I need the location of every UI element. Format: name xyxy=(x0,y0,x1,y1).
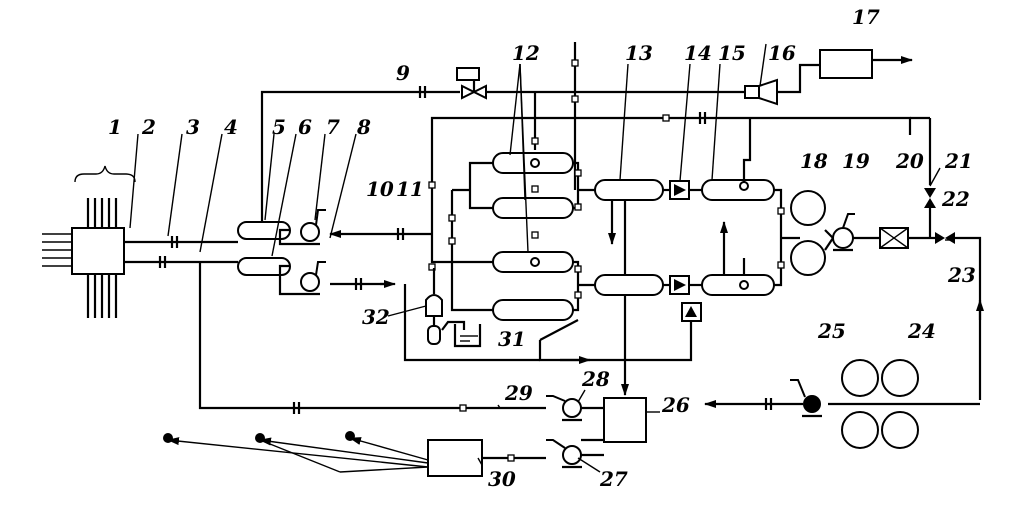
pump-8 xyxy=(278,261,326,296)
label-7: 7 xyxy=(326,115,340,139)
label-15: 15 xyxy=(718,41,746,65)
label-1: 1 xyxy=(108,115,122,139)
unit-30 xyxy=(427,439,483,477)
flange-10 xyxy=(396,228,405,240)
label-19: 19 xyxy=(842,149,870,173)
label-2: 2 xyxy=(141,115,156,139)
label-6: 6 xyxy=(298,115,312,139)
label-14: 14 xyxy=(684,41,712,65)
label-16: 16 xyxy=(768,41,796,65)
label-31: 31 xyxy=(498,327,526,351)
flange-11 xyxy=(354,278,363,290)
label-17: 17 xyxy=(852,5,880,29)
label-21: 21 xyxy=(944,149,973,173)
flange-3 xyxy=(170,236,179,248)
exchanger-lower xyxy=(681,302,702,322)
tank-31 xyxy=(441,320,482,348)
pump-19 xyxy=(832,213,855,252)
exchanger-14 xyxy=(669,180,690,295)
label-10: 10 xyxy=(366,177,394,201)
vessel-15 xyxy=(701,179,775,201)
label-5: 5 xyxy=(272,115,286,139)
label-30: 30 xyxy=(488,467,516,491)
label-20: 20 xyxy=(895,149,924,173)
unit-26 xyxy=(603,397,647,443)
label-18: 18 xyxy=(800,149,828,173)
label-12: 12 xyxy=(512,41,540,65)
label-27: 27 xyxy=(599,467,628,491)
vessel-12d xyxy=(492,299,574,321)
valve-23 xyxy=(935,232,955,244)
label-22: 22 xyxy=(941,187,970,211)
vessel-15-lower xyxy=(701,274,775,296)
flange-header xyxy=(698,112,707,124)
label-3: 3 xyxy=(186,115,200,139)
label-4: 4 xyxy=(224,115,238,139)
header-line xyxy=(430,116,912,150)
manifold-unit xyxy=(71,227,125,275)
flange-9 xyxy=(418,86,427,98)
unit-17 xyxy=(819,49,873,79)
vessel-13 xyxy=(594,179,664,201)
label-23: 23 xyxy=(947,263,976,287)
pump-28 xyxy=(546,395,582,422)
tank-18b xyxy=(790,240,826,276)
flange-4 xyxy=(158,256,167,268)
line-29 xyxy=(198,262,546,410)
control-valve xyxy=(456,67,487,100)
pump-7 xyxy=(278,209,326,246)
label-24: 24 xyxy=(907,319,936,343)
label-11: 11 xyxy=(396,177,424,201)
label-26: 26 xyxy=(661,393,690,417)
label-13: 13 xyxy=(625,41,653,65)
flange-25 xyxy=(764,398,773,410)
separator-32 xyxy=(425,268,443,345)
label-9: 9 xyxy=(396,61,410,85)
expander-16 xyxy=(744,78,778,106)
line-9 xyxy=(260,90,460,222)
vessel-12b xyxy=(492,197,574,219)
label-29: 29 xyxy=(504,381,533,405)
pump-25 xyxy=(790,379,822,418)
flange-29 xyxy=(292,402,301,414)
valve-22 xyxy=(924,188,936,208)
label-25: 25 xyxy=(817,319,846,343)
filter-20 xyxy=(879,227,909,249)
tank-18a xyxy=(790,190,826,226)
vessel-13-lower xyxy=(594,274,664,296)
pump-27 xyxy=(546,439,582,469)
label-28: 28 xyxy=(581,367,610,391)
label-32: 32 xyxy=(362,305,390,329)
tanks-24 xyxy=(828,359,980,449)
label-8: 8 xyxy=(356,115,371,139)
